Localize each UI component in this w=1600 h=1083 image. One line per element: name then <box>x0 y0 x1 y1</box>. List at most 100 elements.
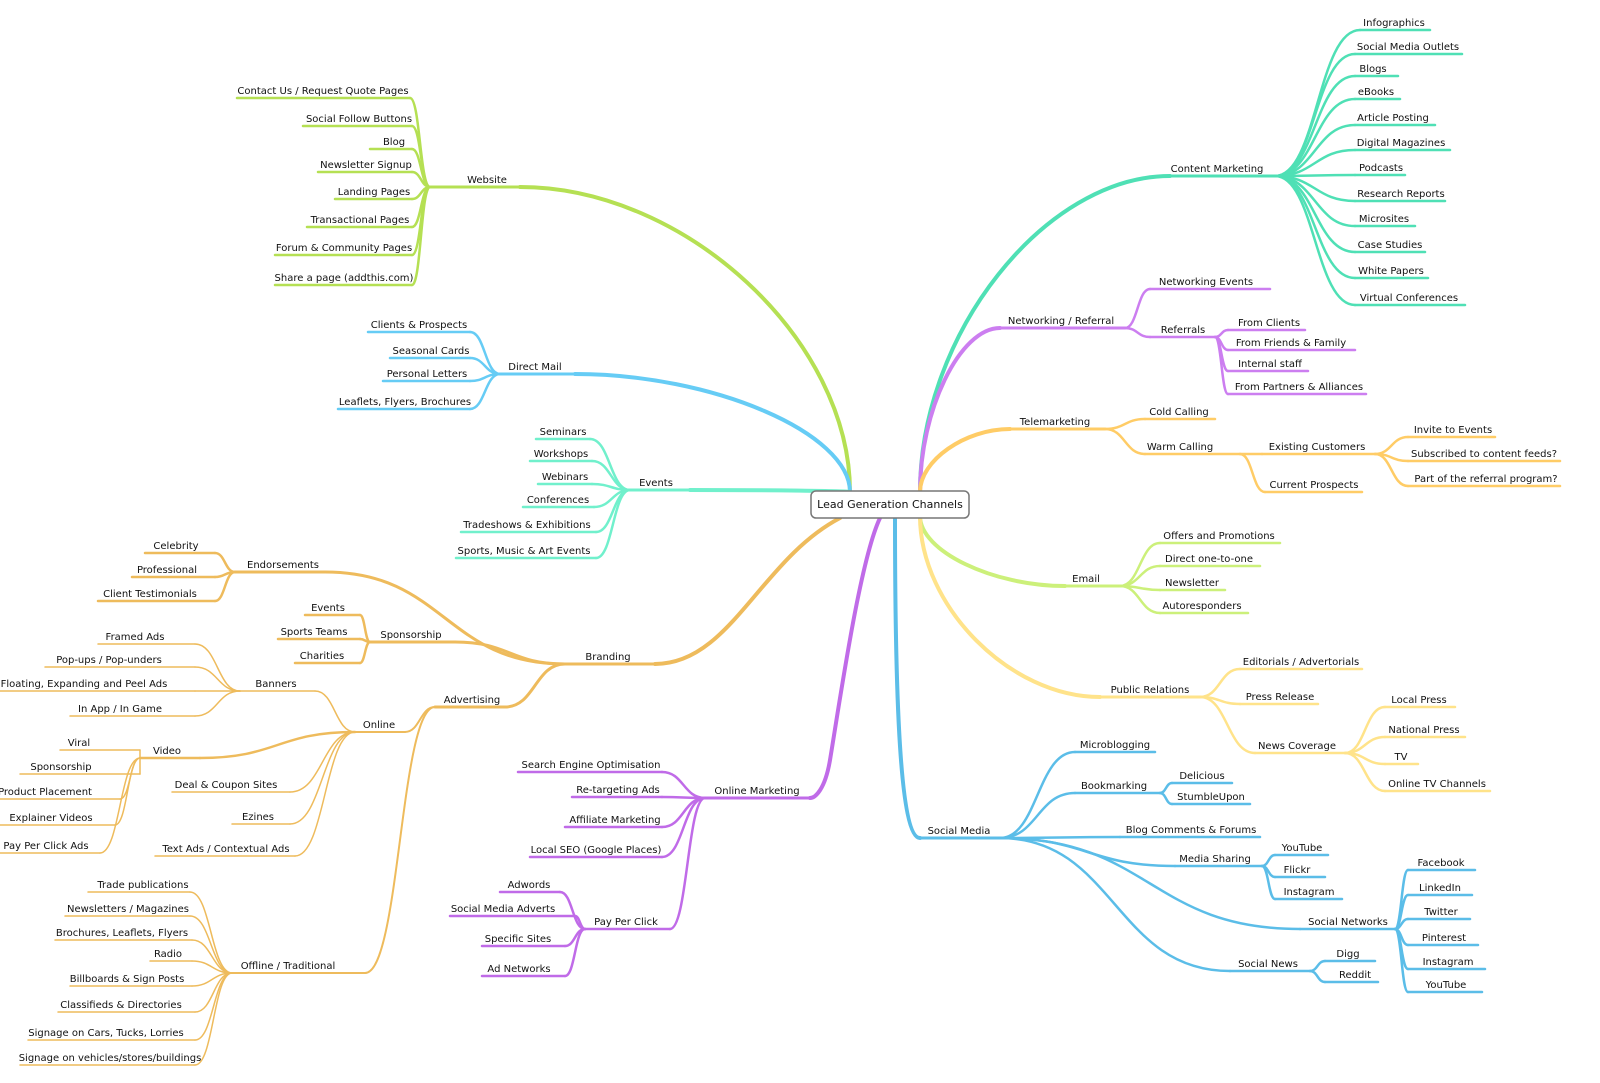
node-media-sharing[interactable]: Media Sharing <box>1179 854 1251 865</box>
branch-online-marketing[interactable]: Online Marketing <box>714 786 799 797</box>
branch-advertising[interactable]: Advertising <box>444 695 501 706</box>
node-personal-letters[interactable]: Personal Letters <box>387 369 468 380</box>
node-social-networks[interactable]: Social Networks <box>1308 917 1388 928</box>
node-reddit[interactable]: Reddit <box>1339 970 1371 981</box>
node-news-coverage[interactable]: News Coverage <box>1258 741 1336 752</box>
branch-email[interactable]: Email <box>1072 574 1100 585</box>
root-node[interactable]: Lead Generation Channels <box>810 490 970 519</box>
node-celebrity[interactable]: Celebrity <box>153 541 198 552</box>
node-editorials-advertorials[interactable]: Editorials / Advertorials <box>1243 657 1359 668</box>
node-microsites[interactable]: Microsites <box>1359 214 1409 225</box>
branch-direct-mail[interactable]: Direct Mail <box>508 362 561 373</box>
node-online-tv-channels[interactable]: Online TV Channels <box>1388 779 1486 790</box>
node-leaflets-flyers-brochures[interactable]: Leaflets, Flyers, Brochures <box>339 397 471 408</box>
node-stumbleupon[interactable]: StumbleUpon <box>1177 792 1245 803</box>
node-explainer-videos[interactable]: Explainer Videos <box>9 813 92 824</box>
node-contact-us-request-quote-pages[interactable]: Contact Us / Request Quote Pages <box>237 86 408 97</box>
node-virtual-conferences[interactable]: Virtual Conferences <box>1360 293 1458 304</box>
node-pinterest[interactable]: Pinterest <box>1422 933 1466 944</box>
node-sports-teams[interactable]: Sports Teams <box>281 627 348 638</box>
branch-content-marketing[interactable]: Content Marketing <box>1171 164 1264 175</box>
node-sponsorship[interactable]: Sponsorship <box>30 762 91 773</box>
node-deal-coupon-sites[interactable]: Deal & Coupon Sites <box>175 780 278 791</box>
node-part-of-the-referral-program[interactable]: Part of the referral program? <box>1414 474 1557 485</box>
node-infographics[interactable]: Infographics <box>1363 18 1425 29</box>
node-social-media-adverts[interactable]: Social Media Adverts <box>451 904 555 915</box>
node-newsletter-signup[interactable]: Newsletter Signup <box>320 160 412 171</box>
node-digg[interactable]: Digg <box>1336 949 1359 960</box>
node-framed-ads[interactable]: Framed Ads <box>106 632 165 643</box>
node-subscribed-to-content-feeds[interactable]: Subscribed to content feeds? <box>1411 449 1557 460</box>
node-blog[interactable]: Blog <box>383 137 405 148</box>
node-seminars[interactable]: Seminars <box>540 427 587 438</box>
node-brochures-leaflets-flyers[interactable]: Brochures, Leaflets, Flyers <box>56 928 188 939</box>
node-specific-sites[interactable]: Specific Sites <box>485 934 552 945</box>
node-ezines[interactable]: Ezines <box>242 812 274 823</box>
node-billboards-sign-posts[interactable]: Billboards & Sign Posts <box>70 974 185 985</box>
node-classifieds-directories[interactable]: Classifieds & Directories <box>60 1000 182 1011</box>
branch-branding[interactable]: Branding <box>585 652 630 663</box>
node-seasonal-cards[interactable]: Seasonal Cards <box>393 346 470 357</box>
node-twitter[interactable]: Twitter <box>1423 907 1458 918</box>
node-share-a-page-addthis-com[interactable]: Share a page (addthis.com) <box>275 273 414 284</box>
node-blogs[interactable]: Blogs <box>1359 64 1386 75</box>
node-digital-magazines[interactable]: Digital Magazines <box>1357 138 1446 149</box>
node-events[interactable]: Events <box>311 603 345 614</box>
node-trade-publications[interactable]: Trade publications <box>96 880 188 891</box>
node-re-targeting-ads[interactable]: Re-targeting Ads <box>576 785 660 796</box>
node-national-press[interactable]: National Press <box>1388 725 1459 736</box>
node-clients-prospects[interactable]: Clients & Prospects <box>371 320 468 331</box>
node-product-placement[interactable]: Product Placement <box>0 787 92 798</box>
branch-website[interactable]: Website <box>467 175 507 186</box>
node-flickr[interactable]: Flickr <box>1284 865 1312 876</box>
node-landing-pages[interactable]: Landing Pages <box>338 187 410 198</box>
node-offline-traditional[interactable]: Offline / Traditional <box>241 961 336 972</box>
node-pay-per-click[interactable]: Pay Per Click <box>594 917 658 928</box>
node-charities[interactable]: Charities <box>300 651 344 662</box>
node-blog-comments-forums[interactable]: Blog Comments & Forums <box>1126 825 1257 836</box>
node-social-news[interactable]: Social News <box>1238 959 1298 970</box>
node-instagram[interactable]: Instagram <box>1284 887 1335 898</box>
node-in-app-in-game[interactable]: In App / In Game <box>78 704 162 715</box>
node-transactional-pages[interactable]: Transactional Pages <box>310 215 410 226</box>
node-client-testimonials[interactable]: Client Testimonials <box>103 589 197 600</box>
node-signage-on-cars-tucks-lorries[interactable]: Signage on Cars, Tucks, Lorries <box>28 1028 184 1039</box>
node-youtube[interactable]: YouTube <box>1425 980 1467 991</box>
node-warm-calling[interactable]: Warm Calling <box>1147 442 1213 453</box>
node-local-press[interactable]: Local Press <box>1391 695 1446 706</box>
node-press-release[interactable]: Press Release <box>1246 692 1315 703</box>
node-social-media-outlets[interactable]: Social Media Outlets <box>1357 42 1459 53</box>
node-pay-per-click-ads[interactable]: Pay Per Click Ads <box>3 841 88 852</box>
node-case-studies[interactable]: Case Studies <box>1358 240 1423 251</box>
node-existing-customers[interactable]: Existing Customers <box>1269 442 1366 453</box>
node-conferences[interactable]: Conferences <box>527 495 589 506</box>
node-forum-community-pages[interactable]: Forum & Community Pages <box>276 243 412 254</box>
node-podcasts[interactable]: Podcasts <box>1359 163 1403 174</box>
node-professional[interactable]: Professional <box>137 565 197 576</box>
branch-telemarketing[interactable]: Telemarketing <box>1019 417 1090 428</box>
node-text-ads-contextual-ads[interactable]: Text Ads / Contextual Ads <box>161 844 289 855</box>
node-from-friends-family[interactable]: From Friends & Family <box>1236 338 1346 349</box>
branch-networking[interactable]: Networking / Referral <box>1008 316 1114 327</box>
node-white-papers[interactable]: White Papers <box>1358 266 1424 277</box>
node-webinars[interactable]: Webinars <box>542 472 588 483</box>
node-local-seo-google-places[interactable]: Local SEO (Google Places) <box>531 845 662 856</box>
branch-events[interactable]: Events <box>639 478 673 489</box>
node-youtube[interactable]: YouTube <box>1281 843 1323 854</box>
node-delicious[interactable]: Delicious <box>1179 771 1224 782</box>
branch-public-relations[interactable]: Public Relations <box>1111 685 1190 696</box>
node-referrals[interactable]: Referrals <box>1161 325 1206 336</box>
node-tradeshows-exhibitions[interactable]: Tradeshows & Exhibitions <box>462 520 590 531</box>
node-autoresponders[interactable]: Autoresponders <box>1162 601 1241 612</box>
node-bookmarking[interactable]: Bookmarking <box>1081 781 1147 792</box>
node-ad-networks[interactable]: Ad Networks <box>487 964 550 975</box>
node-search-engine-optimisation[interactable]: Search Engine Optimisation <box>522 760 661 771</box>
node-viral[interactable]: Viral <box>68 738 90 749</box>
node-direct-one-to-one[interactable]: Direct one-to-one <box>1165 554 1253 565</box>
node-offers-and-promotions[interactable]: Offers and Promotions <box>1163 531 1275 542</box>
node-cold-calling[interactable]: Cold Calling <box>1149 407 1209 418</box>
node-video[interactable]: Video <box>153 746 181 757</box>
node-newsletter[interactable]: Newsletter <box>1165 578 1220 589</box>
node-social-follow-buttons[interactable]: Social Follow Buttons <box>306 114 412 125</box>
node-article-posting[interactable]: Article Posting <box>1357 113 1429 124</box>
